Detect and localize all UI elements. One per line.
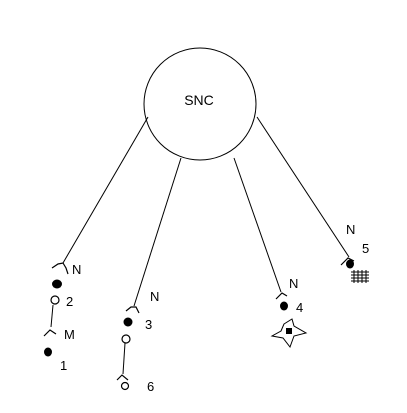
node-3-open-dot <box>121 334 131 344</box>
node-2-letter: N <box>72 262 81 277</box>
node-2-to-1-link <box>50 304 54 328</box>
node-4-filled-dot <box>280 301 288 311</box>
node-5-filled-dot <box>346 259 354 269</box>
node-3-connector-mark <box>125 306 140 314</box>
hub-label: SNC <box>184 92 214 108</box>
node-2-open-dot <box>50 295 60 305</box>
grid-device-icon <box>351 270 369 283</box>
node-6-number: 6 <box>147 379 154 394</box>
node-5-number: 5 <box>362 241 369 256</box>
spoke-line-5 <box>256 116 350 258</box>
node-1-letter: M <box>64 327 75 342</box>
spoke-line-3 <box>133 157 182 307</box>
node-1-number: 1 <box>60 358 67 373</box>
node-5-letter: N <box>346 222 355 237</box>
node-5-group: N 5 <box>340 222 369 283</box>
node-3-letter: N <box>150 289 159 304</box>
node-4-group: N 4 <box>270 276 308 349</box>
node-2-group: N 2 M 1 <box>43 262 81 373</box>
star-device-center-icon <box>286 328 292 334</box>
spoke-line-2 <box>62 116 149 264</box>
spoke-line-4 <box>233 157 282 293</box>
node-3-filled-dot <box>123 317 133 327</box>
node-4-connector-mark <box>275 292 288 300</box>
node-1-filled-dot <box>44 347 52 357</box>
node-4-number: 4 <box>296 300 303 315</box>
node-1-connector-mark <box>43 329 57 337</box>
node-6-open-dot <box>120 381 130 391</box>
node-3-to-6-link <box>122 342 126 375</box>
node-2-filled-dot <box>52 279 62 289</box>
hub-circle <box>143 47 257 161</box>
node-2-connector-mark <box>51 262 69 275</box>
node-4-letter: N <box>289 276 298 291</box>
node-2-number: 2 <box>66 294 73 309</box>
node-3-number: 3 <box>145 317 152 332</box>
node-5-connector-mark <box>340 257 355 266</box>
node-3-group: N 3 6 <box>116 289 159 394</box>
node-6-connector-mark <box>116 374 129 381</box>
